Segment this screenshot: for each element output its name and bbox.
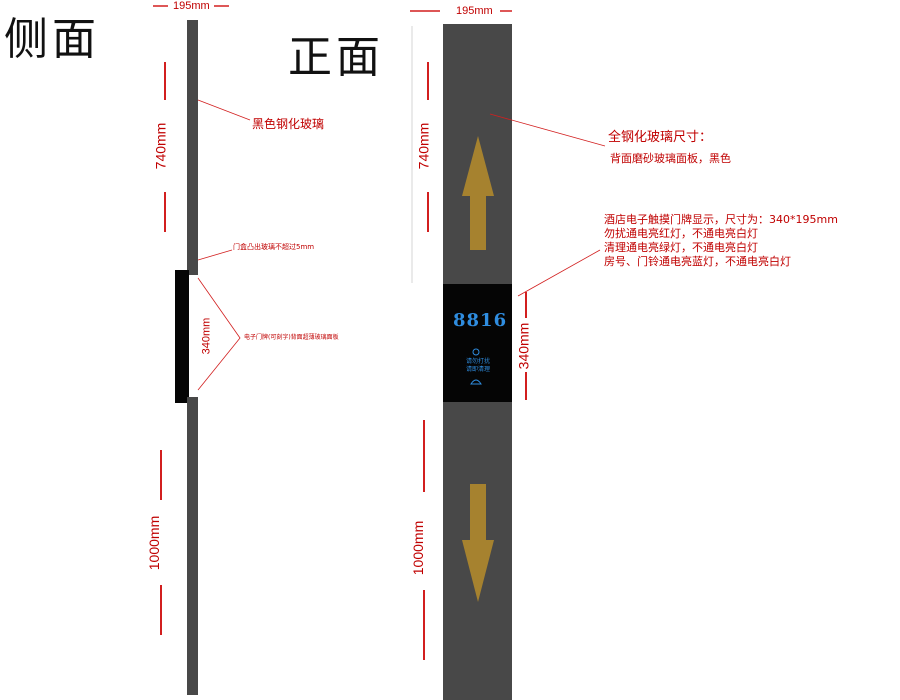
side-width-label: 195mm: [173, 0, 210, 12]
front-width-label: 195mm: [456, 5, 493, 17]
side-panel-note: 电子门牌(可刻字)背面超薄玻璃面板: [244, 334, 339, 341]
status-dnd-label: 请勿打扰: [466, 358, 491, 365]
room-number-display: 8816: [453, 310, 508, 331]
front-glass-note-line2: 背面磨砂玻璃面板，黑色: [610, 152, 731, 165]
front-view-title: 正面: [288, 32, 384, 83]
side-glass-note: 黑色钢化玻璃: [252, 117, 325, 131]
side-glass-upper: [187, 20, 198, 275]
up-arrow-icon: [462, 136, 494, 250]
bell-indicator-icon: [470, 379, 482, 385]
side-door-panel: [175, 270, 189, 403]
panel-note-line4: 房号、门铃通电亮蓝灯，不通电亮白灯: [604, 255, 791, 268]
side-glass-lower: [187, 397, 198, 695]
leader-lines: [197, 99, 606, 391]
side-upper-height-label: 740mm: [152, 122, 169, 170]
side-lower-height-label: 1000mm: [146, 515, 163, 571]
panel-note-line2: 勿扰通电亮红灯，不通电亮白灯: [604, 227, 758, 240]
dnd-indicator-icon: [472, 348, 480, 356]
side-view-title: 侧面: [4, 14, 100, 65]
panel-note-line1: 酒店电子触摸门牌显示，尺寸为：340*195mm: [604, 213, 838, 226]
down-arrow-icon: [462, 484, 494, 602]
panel-note-line3: 清理通电亮绿灯，不通电亮白灯: [604, 241, 758, 254]
front-vertical-dimension-lines: [423, 62, 527, 660]
front-upper-height-label: 740mm: [415, 122, 432, 170]
side-panel-height-label: 340mm: [200, 317, 213, 355]
front-lower-height-label: 1000mm: [410, 520, 427, 576]
front-panel-height-label: 340mm: [515, 322, 532, 370]
front-door-panel: [443, 284, 512, 402]
side-protrude-note: 门盒凸出玻璃不超过5mm: [233, 243, 315, 251]
front-glass-note-line1: 全钢化玻璃尺寸：: [608, 130, 713, 145]
side-vertical-dimension-lines: [160, 62, 166, 635]
status-clean-label: 请即清理: [466, 366, 491, 373]
